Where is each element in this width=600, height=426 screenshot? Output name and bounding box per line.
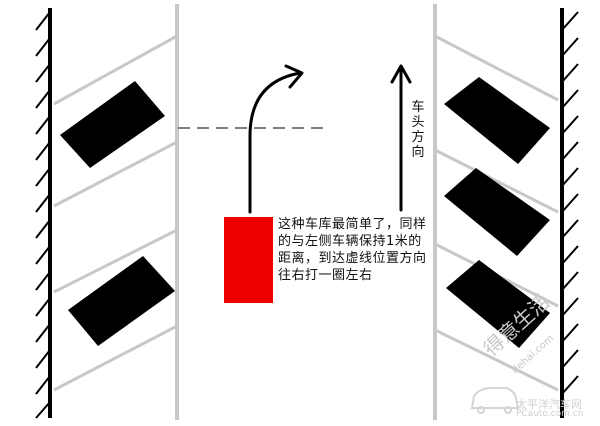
lane-lines [175,4,437,420]
direction-label: 车头方向 [411,100,425,160]
left-bay-dividers [53,34,178,392]
instruction-text: 这种车库最简单了，同样的与左侧车辆保持1米的距离，到达虚线位置方向往右打一圈左右 [278,217,427,283]
parked-cars-right [444,77,550,348]
right-wall [560,8,579,418]
parked-cars-left [60,81,175,346]
parked-car [444,77,550,164]
parked-car [446,260,550,348]
right-bay-dividers [434,34,559,392]
parked-car [444,168,550,256]
curved-turn-arrow-icon [248,64,304,214]
watermark-brand: 太平洋汽车网 [516,398,582,411]
red-car [224,217,273,303]
watermark-url: PCauto.com.cn [516,409,584,419]
parked-car [60,81,165,168]
parked-car [68,256,175,346]
left-wall [35,8,52,419]
straight-up-arrow-icon [390,64,412,212]
watermark-car-icon [470,387,520,414]
